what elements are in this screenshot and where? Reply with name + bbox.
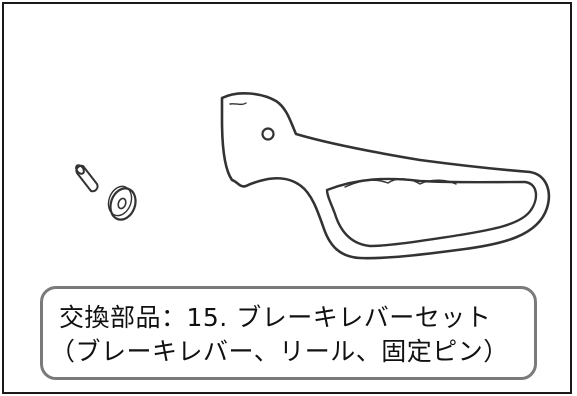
caption-line-2: （ブレーキレバー、リール、固定ピン） (50, 337, 509, 366)
fixing-pin (75, 164, 99, 193)
brake-lever (220, 92, 551, 260)
caption-line-1: 交換部品：15. ブレーキレバーセット (59, 303, 492, 332)
reel-washer (107, 185, 137, 221)
replacement-part-caption: 交換部品：15. ブレーキレバーセット （ブレーキレバー、リール、固定ピン） (40, 286, 537, 380)
